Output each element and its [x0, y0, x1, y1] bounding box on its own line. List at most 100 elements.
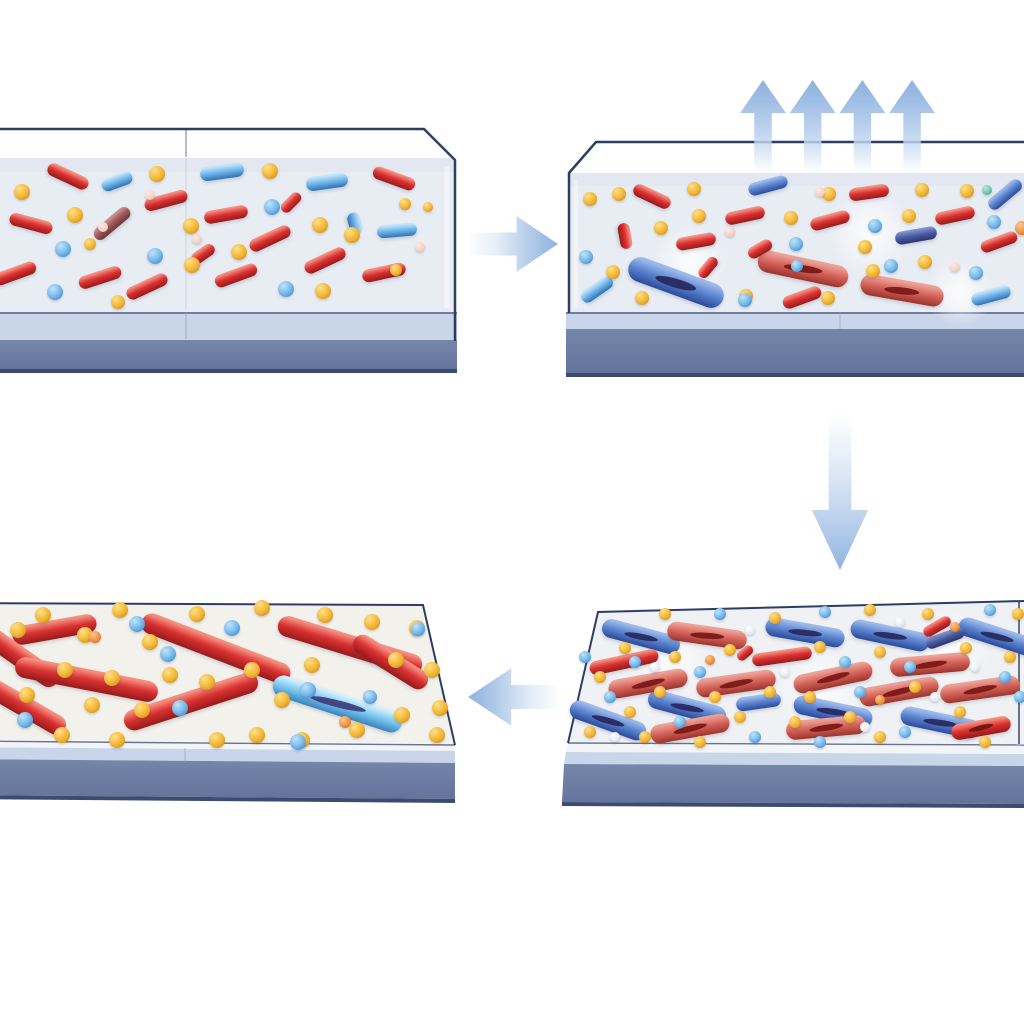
blue-sphere [278, 281, 294, 297]
yellow-sphere [109, 732, 125, 748]
tray-rim [0, 312, 457, 340]
yellow-sphere [184, 257, 200, 273]
yellow-sphere [388, 652, 404, 668]
tray-rim-line [0, 740, 456, 746]
cyan-slotted-rod [269, 672, 405, 736]
blue-sphere [749, 731, 761, 743]
yellow-sphere [315, 283, 331, 299]
yellow-sphere [692, 209, 706, 223]
yellow-sphere [954, 706, 966, 718]
blue-sphere [714, 608, 726, 620]
red-rod [934, 204, 976, 226]
white-sphere [895, 617, 905, 627]
red-rod [631, 181, 673, 211]
tray-rim-line [567, 742, 1024, 746]
yellow-sphere [1004, 651, 1016, 663]
blue-sphere [300, 682, 316, 698]
blue-sphere [224, 620, 240, 636]
royal-rod [985, 176, 1024, 212]
orange-sphere [705, 655, 715, 665]
red-rod [371, 164, 417, 192]
blue-sphere [738, 293, 752, 307]
teal-sphere [982, 185, 992, 195]
yellow-sphere [858, 240, 872, 254]
blue-sphere [674, 716, 686, 728]
tray-base-edge [566, 373, 1024, 377]
yellow-sphere [902, 209, 916, 223]
red-rod [45, 160, 91, 192]
red-rod [616, 222, 634, 250]
blue-sphere [999, 671, 1011, 683]
yellow-sphere [612, 187, 626, 201]
pale-sphere [950, 262, 960, 272]
tray-base-edge [0, 795, 455, 803]
red-rod [724, 204, 766, 226]
yellow-sphere [254, 600, 270, 616]
yellow-sphere [244, 662, 260, 678]
pale-sphere [192, 234, 202, 244]
blue-sphere [160, 646, 176, 662]
tray-outline [0, 602, 456, 746]
red-rod [8, 211, 54, 235]
yellow-sphere [687, 182, 701, 196]
red-rod [247, 222, 293, 254]
yellow-sphere [424, 662, 440, 678]
tray-base [562, 764, 1024, 804]
pale-sphere [98, 222, 108, 232]
blue-sphere [694, 666, 706, 678]
yellow-sphere [149, 166, 165, 182]
blue-sphere [868, 219, 882, 233]
yellow-sphere [669, 651, 681, 663]
blue-sphere [147, 248, 163, 264]
stage-2-particles [570, 172, 1024, 327]
rod-slot [623, 629, 659, 643]
tray-rim [566, 312, 1024, 329]
yellow-sphere [866, 264, 880, 278]
tray-liquid-shade [569, 173, 1024, 186]
yellow-sphere [364, 614, 380, 630]
white-sphere [970, 662, 980, 672]
yellow-sphere [312, 217, 328, 233]
yellow-sphere [183, 218, 199, 234]
orange-sphere [1015, 221, 1024, 235]
yellow-sphere [57, 662, 73, 678]
yellow-sphere [639, 731, 651, 743]
yellow-sphere [594, 671, 606, 683]
yellow-sphere [67, 207, 83, 223]
tray-headspace [569, 142, 1024, 173]
yellow-sphere [874, 731, 886, 743]
yellow-sphere [844, 711, 856, 723]
red-rod [979, 229, 1019, 255]
yellow-sphere [349, 722, 365, 738]
rod-slot [654, 272, 698, 292]
yellow-sphere [624, 706, 636, 718]
blue-rod [99, 169, 135, 193]
red-rod [124, 270, 170, 302]
yellow-sphere [423, 202, 433, 212]
orange-sphere [950, 622, 960, 632]
yellow-sphere [822, 187, 836, 201]
blue-sphere [899, 726, 911, 738]
yellow-sphere [104, 670, 120, 686]
rod-slot [808, 721, 844, 733]
flow-arrow-right [466, 216, 558, 272]
white-sphere [860, 722, 870, 732]
rod-slot [962, 682, 998, 696]
blue-sphere [411, 622, 425, 636]
tray-base-edge [0, 369, 457, 373]
blue-sphere [819, 606, 831, 618]
yellow-sphere [654, 221, 668, 235]
stage-4-particles [0, 600, 456, 750]
blue-sphere [290, 734, 306, 750]
yellow-sphere [231, 244, 247, 260]
yellow-sphere [659, 608, 671, 620]
yellow-sphere [162, 667, 178, 683]
yellow-sphere [764, 686, 776, 698]
pale-sphere [415, 242, 425, 252]
yellow-sphere [724, 644, 736, 656]
flow-arrow-down [811, 412, 869, 570]
white-sphere [930, 692, 940, 702]
stage-1-particles [0, 157, 456, 309]
rod-slot [815, 669, 851, 685]
yellow-sphere [14, 184, 30, 200]
